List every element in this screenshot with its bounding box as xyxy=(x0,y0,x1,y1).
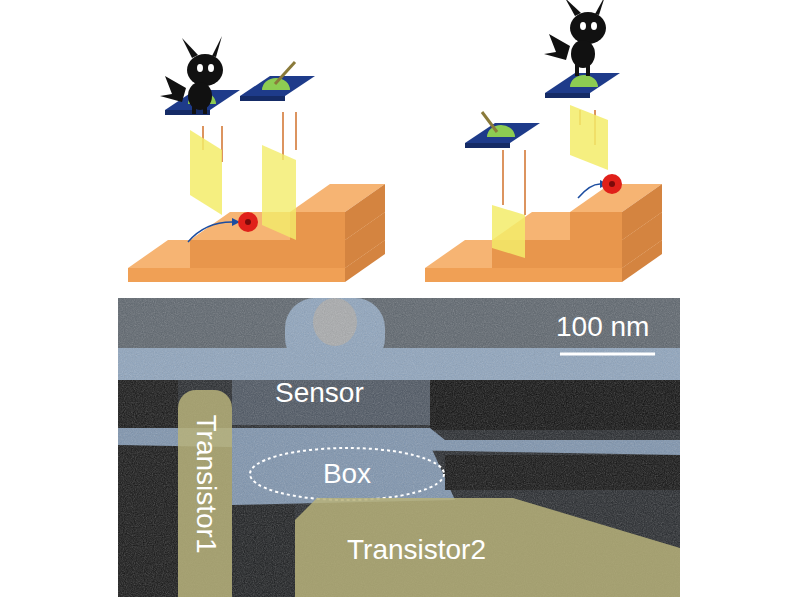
transistor-gate: Transistor2 xyxy=(295,490,680,597)
box-region: Box xyxy=(249,447,445,501)
sem-image xyxy=(118,298,680,597)
node-label: Box xyxy=(323,458,371,490)
region-label: Sensor xyxy=(275,377,364,409)
node-label: Transistor2 xyxy=(347,534,486,566)
staircase-left xyxy=(128,184,385,282)
gates-right xyxy=(465,0,620,258)
gates-left xyxy=(160,36,315,240)
staircase-right xyxy=(425,184,662,282)
scale-bar xyxy=(560,353,655,356)
node-label: Transistor1 xyxy=(189,414,221,553)
scale-label: 100 nm xyxy=(556,311,649,343)
transistor-gate: Transistor1 xyxy=(178,390,232,597)
